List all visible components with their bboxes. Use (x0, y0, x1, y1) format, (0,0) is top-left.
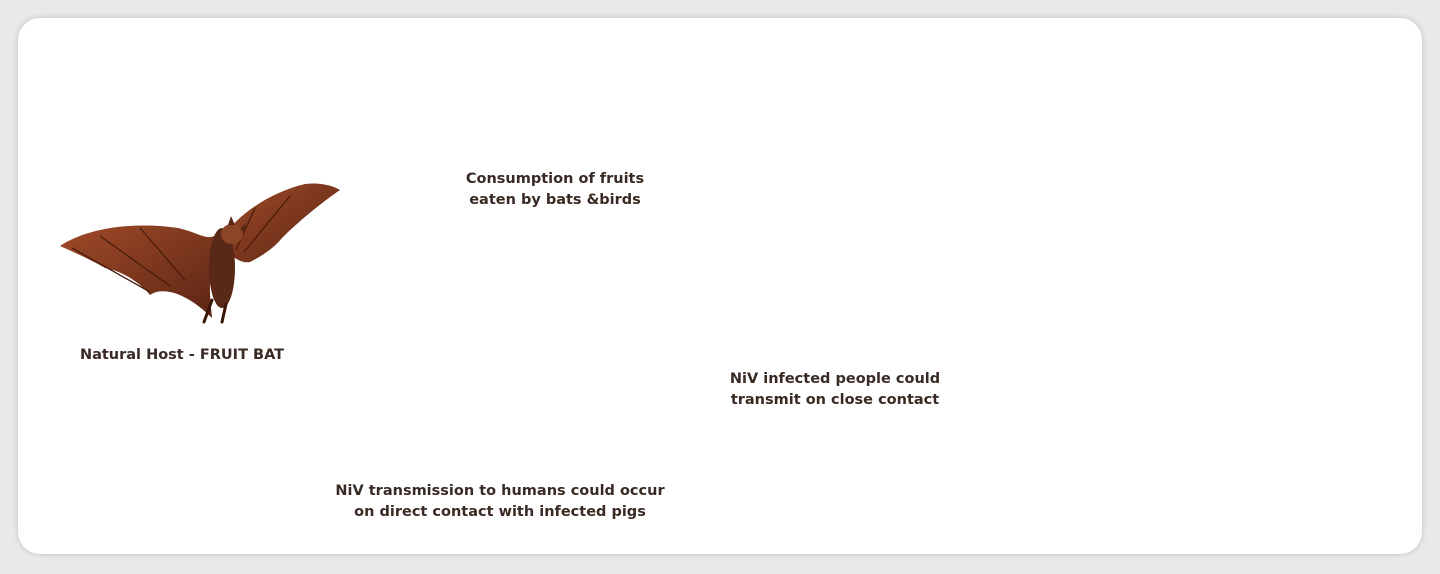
diagram-card (18, 18, 1422, 554)
fruit-bat-icon (60, 183, 340, 324)
infected-people-label: NiV infected people could transmit on cl… (729, 371, 941, 408)
fruit-consumption-label: Consumption of fruits eaten by bats &bir… (465, 171, 645, 208)
fruit-bat-label: Natural Host - FRUIT BAT (79, 347, 285, 363)
pig-transmission-label: NiV transmission to humans could occur o… (335, 483, 665, 520)
